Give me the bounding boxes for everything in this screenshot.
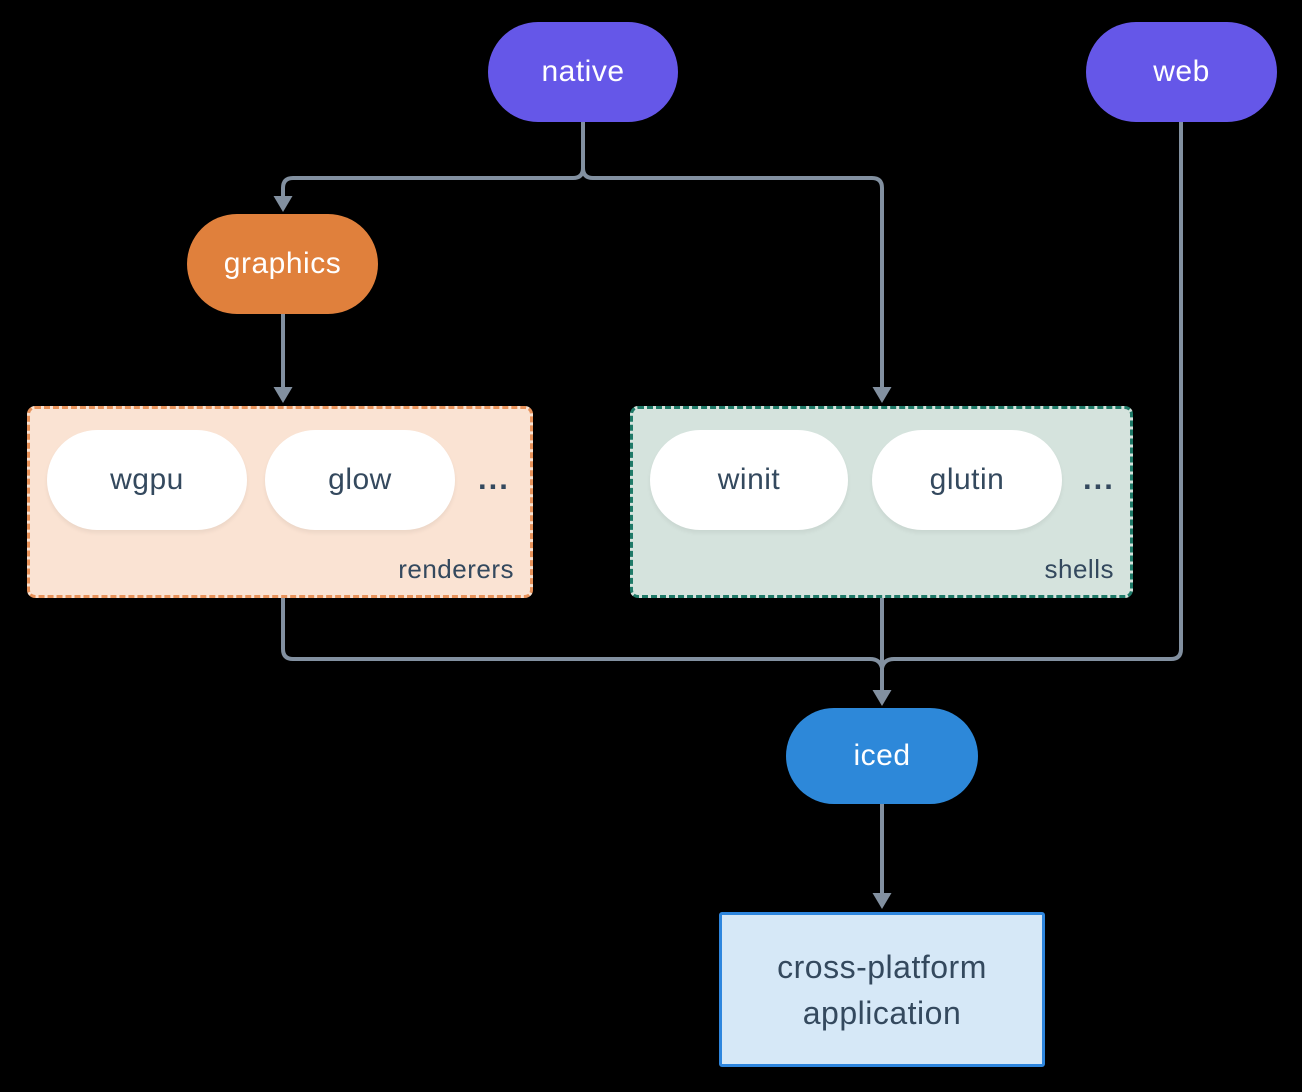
pill-winit-label: winit (717, 463, 781, 496)
node-web-label: web (1153, 55, 1210, 88)
group-shells: winit glutin ... shells (630, 406, 1133, 598)
node-graphics-label: graphics (223, 247, 342, 280)
shells-group-label: shells (1044, 554, 1114, 584)
node-graphics: graphics (187, 214, 378, 314)
pill-wgpu-label: wgpu (110, 463, 184, 496)
pill-glutin-label: glutin (929, 463, 1005, 496)
arrowhead-into-graphics (273, 196, 293, 212)
node-web: web (1086, 22, 1277, 122)
node-iced-label: iced (853, 739, 911, 772)
edge-renderers-iced (281, 598, 884, 669)
box-cross-platform-application: cross-platform application (719, 912, 1045, 1067)
pill-glutin: glutin (872, 430, 1062, 530)
arrowhead-into-shells (872, 387, 892, 403)
application-label-line2: application (802, 994, 962, 1031)
application-label-line1: cross-platform (777, 948, 987, 985)
renderers-group-label: renderers (398, 554, 514, 584)
shells-ellipsis: ... (1083, 461, 1115, 496)
renderers-ellipsis: ... (478, 461, 510, 496)
arrowhead-into-renderers (273, 387, 293, 403)
pill-winit: winit (650, 430, 848, 530)
pill-glow-label: glow (328, 463, 392, 496)
node-native: native (488, 22, 678, 122)
pill-wgpu: wgpu (47, 430, 247, 530)
arrowhead-into-application (872, 893, 892, 909)
node-iced: iced (786, 708, 978, 804)
edge-web-iced (880, 122, 1183, 669)
arrowhead-into-iced (872, 690, 892, 706)
group-renderers: wgpu glow ... renderers (27, 406, 533, 598)
edge-native-graphics (281, 122, 585, 196)
edge-native-shells (581, 122, 884, 388)
node-native-label: native (541, 55, 625, 88)
pill-glow: glow (265, 430, 455, 530)
